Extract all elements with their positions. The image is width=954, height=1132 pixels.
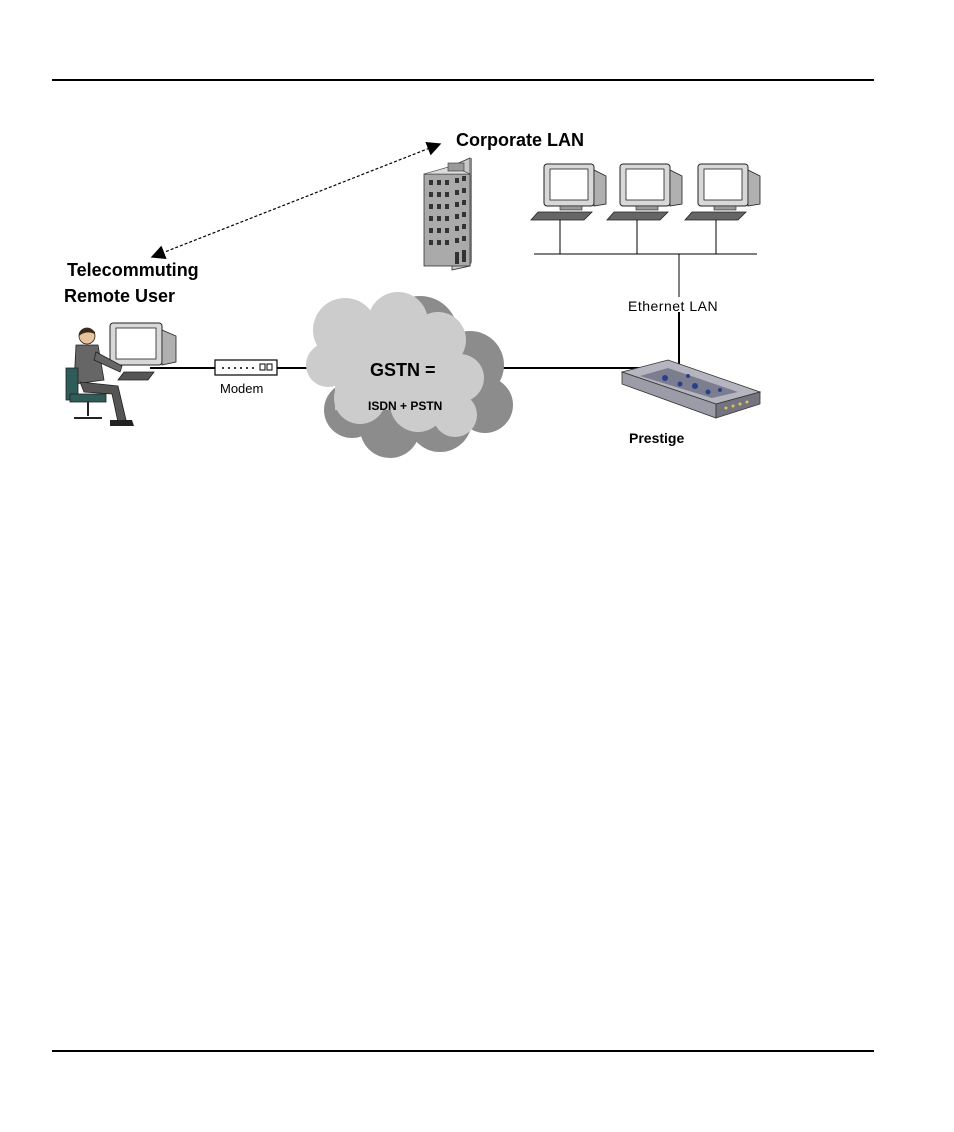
- prestige-label: Prestige: [629, 430, 684, 446]
- telecommuting-label: Telecommuting: [67, 260, 199, 280]
- isdn-pstn-label: ISDN + PSTN: [368, 399, 442, 413]
- gstn-label: GSTN =: [370, 360, 436, 380]
- remote-user-icon: [65, 322, 177, 426]
- office-building-icon: [423, 157, 472, 271]
- footer-rule: [52, 1050, 874, 1052]
- prestige-router-icon: [620, 359, 762, 419]
- remote-user-label: Remote User: [64, 286, 175, 306]
- ethernet-lan-label: Ethernet LAN: [628, 298, 718, 314]
- modem-icon: [214, 359, 278, 376]
- ethernet-bus: [534, 220, 757, 297]
- corporate-lan-label: Corporate LAN: [456, 130, 584, 150]
- modem-label: Modem: [220, 381, 263, 396]
- workstation-icon-1: [530, 163, 607, 221]
- gstn-cloud-icon: [306, 292, 513, 458]
- workstation-icon-2: [606, 163, 683, 221]
- dashed-link-arrow: [150, 142, 442, 259]
- header-rule: [52, 79, 874, 81]
- workstation-icon-3: [684, 163, 761, 221]
